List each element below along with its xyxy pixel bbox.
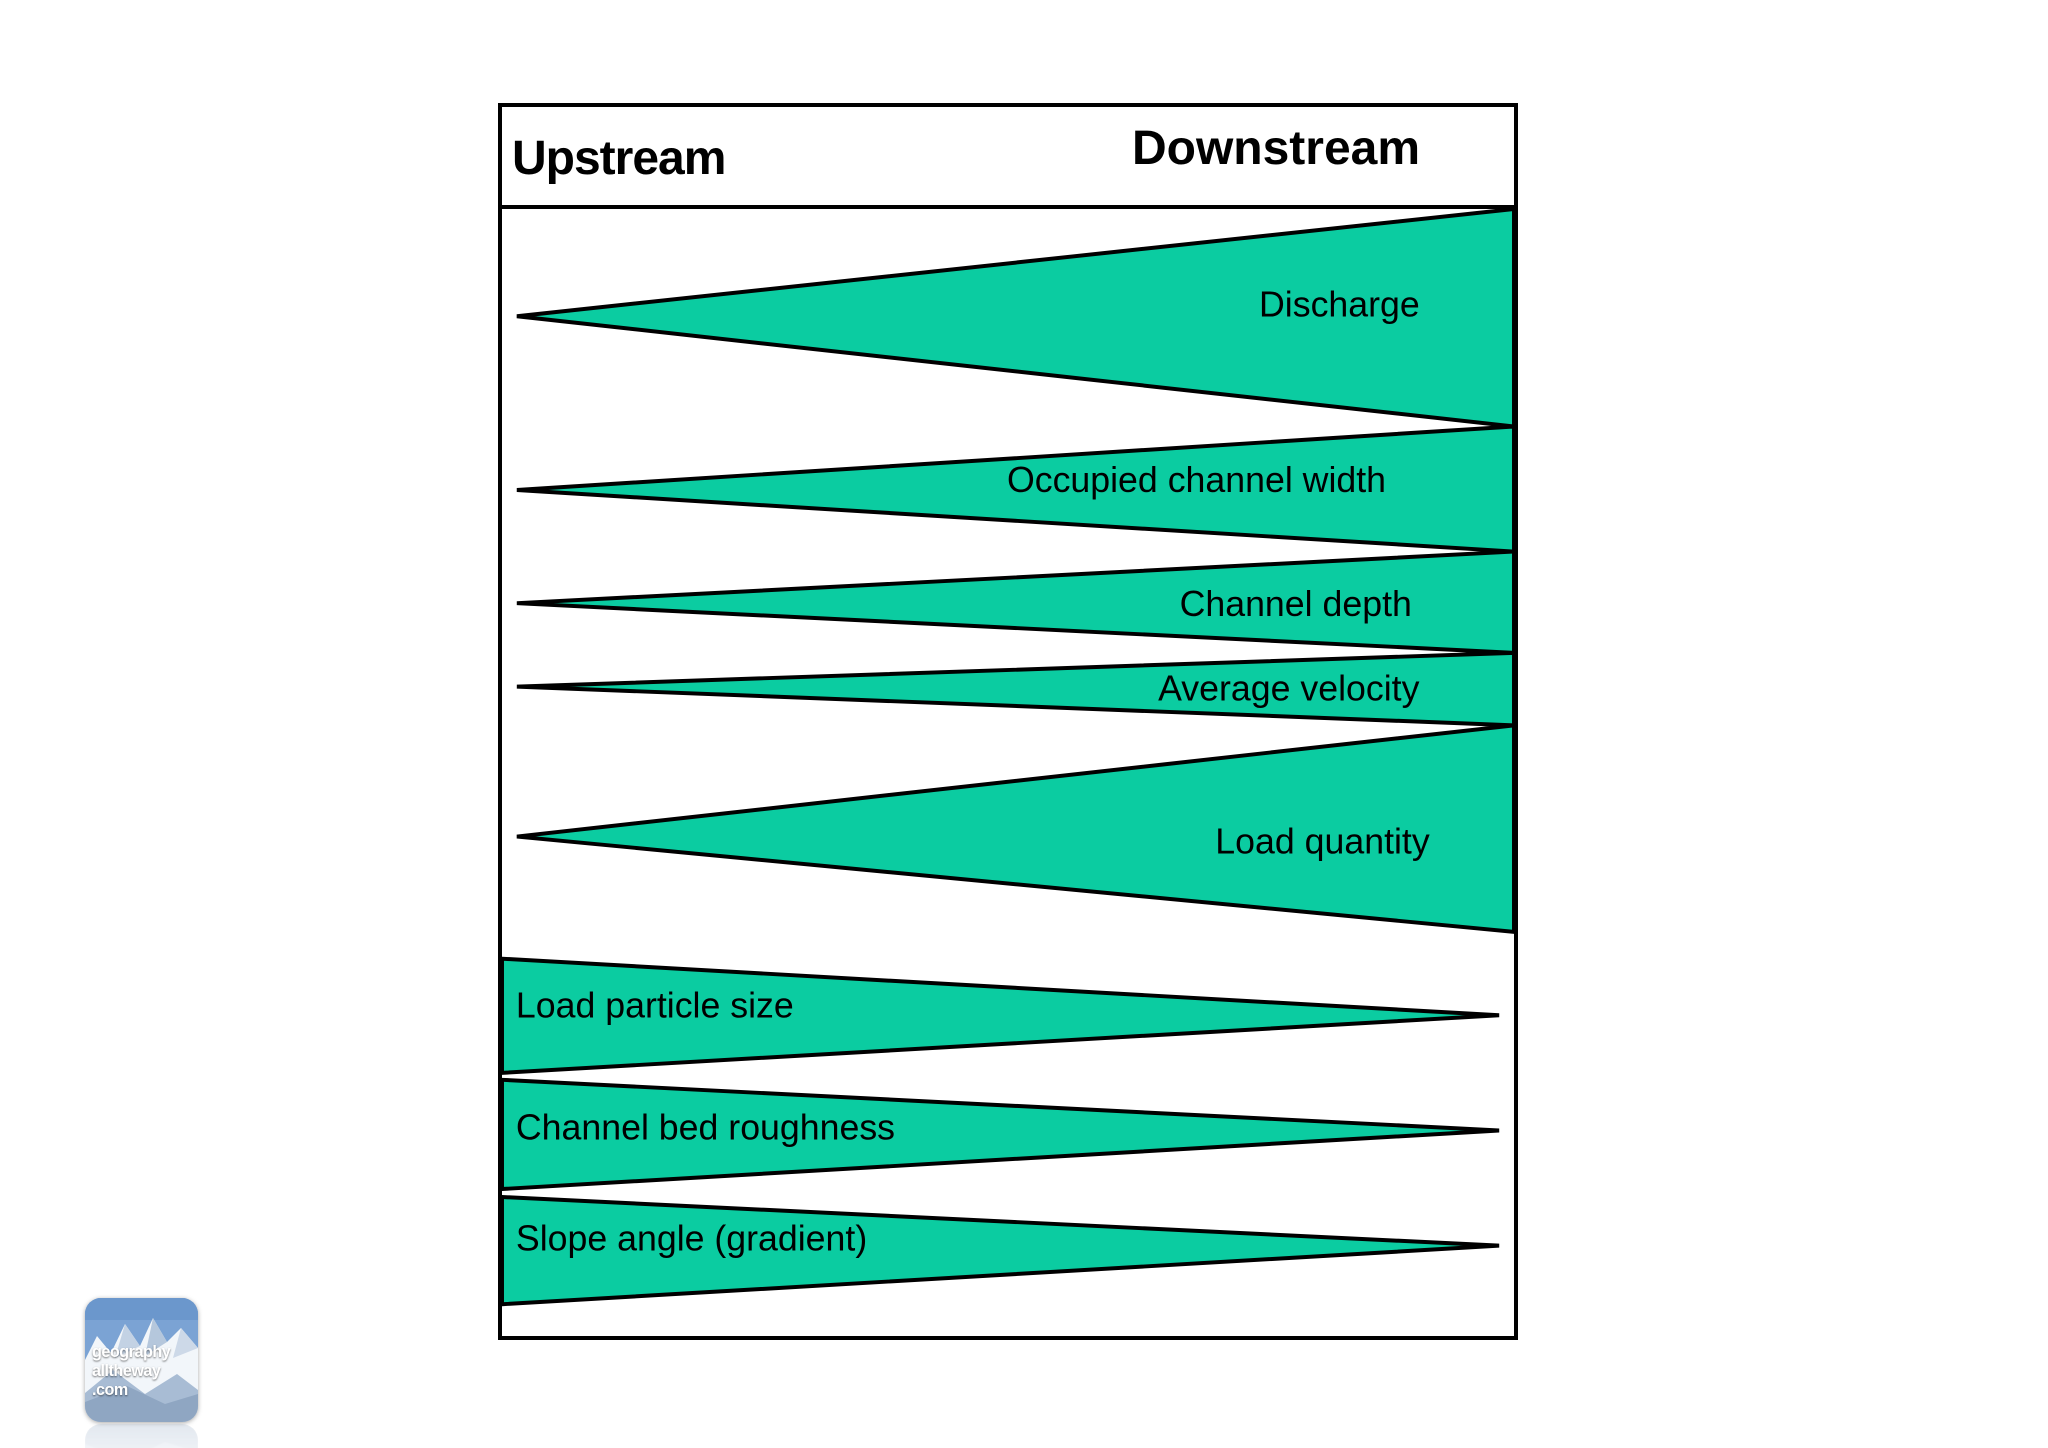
logo-reflection: geography alltheway .com (85, 1424, 198, 1448)
wedge-average-velocity (516, 650, 1514, 728)
wedge-slope-angle (502, 1194, 1500, 1307)
wedge-discharge (516, 209, 1514, 429)
wedge-label-average-velocity: Average velocity (1158, 669, 1419, 709)
wedge-occupied-channel-width (516, 424, 1514, 554)
wedge-label-channel-depth: Channel depth (1180, 584, 1412, 624)
upstream-label: Upstream (512, 132, 726, 185)
logo-line-2: alltheway (92, 1361, 161, 1380)
wedge-channel-bed-roughness (502, 1077, 1500, 1192)
wedge-label-slope-angle: Slope angle (gradient) (516, 1219, 867, 1259)
wedge-label-load-quantity: Load quantity (1215, 822, 1430, 862)
wedge-load-particle-size (502, 956, 1500, 1075)
wedge-label-discharge: Discharge (1259, 284, 1420, 324)
mountain-photo-reflection-icon (85, 1424, 198, 1448)
wedge-label-occupied-channel-width: Occupied channel width (1007, 460, 1386, 500)
site-logo: geography alltheway .com geography allth… (85, 1298, 198, 1448)
header-band: Upstream Downstream (502, 107, 1514, 209)
logo-line-1: geography (92, 1342, 171, 1361)
downstream-label: Downstream (1131, 122, 1421, 175)
wedge-load-quantity (516, 723, 1514, 934)
logo-text: geography alltheway .com (92, 1342, 171, 1399)
logo-line-3: .com (92, 1380, 128, 1399)
logo-image: geography alltheway .com (85, 1298, 198, 1422)
wedge-channel-depth (516, 549, 1514, 655)
wedge-label-channel-bed-roughness: Channel bed roughness (516, 1107, 895, 1147)
mountain-photo-icon (85, 1298, 198, 1422)
wedge-label-load-particle-size: Load particle size (516, 985, 794, 1025)
